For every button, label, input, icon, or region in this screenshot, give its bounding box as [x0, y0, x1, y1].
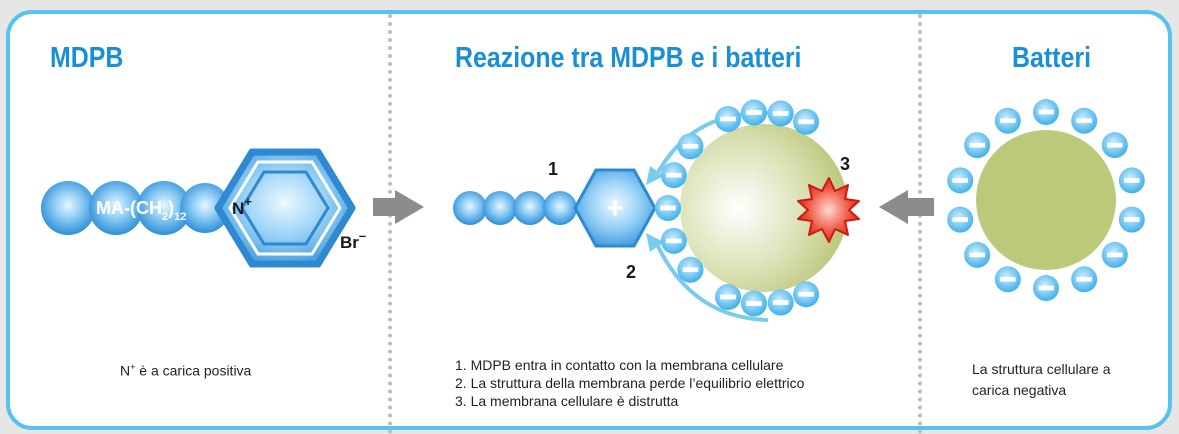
caption-bacteria-line: La struttura cellulare a — [972, 361, 1111, 377]
minus-bar — [746, 301, 762, 306]
step-marker-2: 2 — [626, 262, 636, 282]
chain-bead — [483, 191, 517, 225]
chain-bead — [180, 183, 230, 233]
minus-bar — [746, 110, 762, 115]
plus-icon: + — [606, 192, 624, 225]
caption-reaction-line: 1. MDPB entra in contatto con la membran… — [455, 357, 784, 373]
minus-bar — [1123, 217, 1140, 222]
mdpb-molecule: MA-(CH2)12 N+ Br– — [41, 148, 366, 268]
bromide-label: Br– — [340, 228, 366, 252]
caption-bacteria-line: carica negativa — [972, 382, 1067, 398]
divider-left — [388, 14, 392, 434]
arrow-right-icon — [373, 190, 424, 224]
minus-bar — [665, 172, 682, 178]
minus-bar — [665, 238, 682, 244]
pyridinium-ring — [214, 148, 356, 268]
step-marker-3: 3 — [840, 154, 850, 174]
chain-bead — [137, 181, 191, 235]
chain-bead — [41, 181, 95, 235]
minus-bar — [798, 119, 814, 125]
minus-bar — [969, 142, 985, 148]
minus-bar — [952, 217, 969, 222]
negative-charges-right — [947, 99, 1145, 301]
membrane-burst-icon — [797, 177, 860, 243]
minus-bar — [1076, 118, 1092, 124]
bacterium-cell-intact — [976, 130, 1116, 270]
minus-bar — [1123, 178, 1140, 183]
divider-right — [918, 14, 922, 434]
cation-hexagon — [573, 168, 657, 248]
caption-mdpb: N+ è a carica positiva — [120, 362, 252, 379]
title-mdpb: MDPB — [50, 42, 124, 74]
caption-bacteria: La struttura cellulare a carica negativa — [972, 359, 1111, 401]
minus-bar — [720, 294, 736, 300]
minus-bar — [772, 300, 789, 305]
step-marker-1: 1 — [548, 159, 558, 179]
caption-reaction: 1. MDPB entra in contatto con la membran… — [455, 356, 804, 410]
minus-bar — [1107, 252, 1123, 258]
chain-bead — [513, 191, 547, 225]
title-bacteria: Batteri — [1012, 42, 1091, 74]
curved-arrow-bottom-icon — [653, 239, 769, 322]
nitrogen-label: N+ — [232, 194, 252, 218]
title-reaction: Reazione tra MDPB e i batteri — [455, 42, 802, 74]
minus-bar — [1000, 276, 1016, 282]
chain-bead — [453, 191, 487, 225]
caption-reaction-line: 3. La membrana cellulare è distrutta — [455, 393, 679, 409]
minus-bar — [1076, 276, 1092, 282]
chain-bead — [543, 191, 577, 225]
minus-bar — [952, 178, 969, 183]
minus-bar — [1038, 109, 1054, 115]
minus-bar — [772, 111, 789, 116]
formula-label: MA-(CH2)12 — [96, 198, 186, 223]
minus-bar — [720, 116, 736, 122]
minus-bar — [1107, 142, 1123, 148]
minus-bar — [660, 205, 676, 211]
minus-bar — [1000, 118, 1016, 124]
minus-bar — [1038, 285, 1054, 291]
minus-bar — [969, 252, 985, 258]
arrow-left-icon — [879, 190, 934, 224]
bacterium-cell — [680, 124, 848, 292]
minus-bar — [682, 267, 699, 273]
negative-charges-middle — [655, 99, 820, 317]
chain-bead — [89, 181, 143, 235]
minus-bar — [682, 143, 699, 149]
caption-reaction-line: 2. La struttura della membrana perde l’e… — [455, 375, 805, 391]
minus-bar — [798, 291, 814, 297]
